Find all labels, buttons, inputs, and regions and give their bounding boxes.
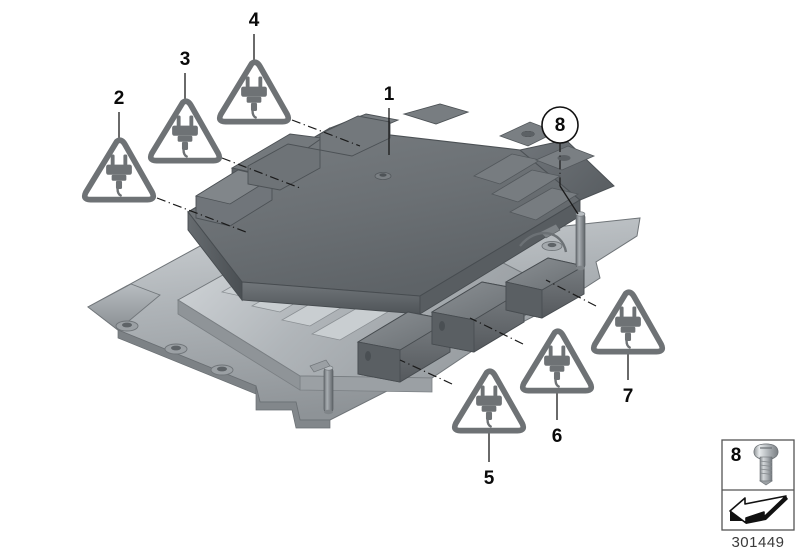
connector-icon-4	[216, 59, 292, 125]
connector-socket-7	[504, 257, 586, 319]
connector-socket-3	[247, 143, 321, 191]
connector-icon-2	[81, 137, 157, 203]
connector-socket-5	[356, 311, 452, 383]
leader-line-3	[221, 157, 301, 189]
callout-8-circle	[541, 106, 579, 144]
callout-3[interactable]: 3	[147, 49, 223, 164]
arrow-icon	[729, 495, 788, 524]
callout-7-label: 7	[623, 386, 634, 407]
callout-4[interactable]: 4	[216, 10, 292, 125]
cover-ribs	[473, 153, 580, 221]
leader-line-2	[156, 197, 247, 233]
leader-lines	[118, 34, 629, 462]
connector-icon-3	[147, 98, 223, 164]
callout-2[interactable]: 2	[81, 88, 157, 203]
screw-right	[575, 211, 586, 271]
leader-line-4	[291, 119, 361, 147]
bracket-mounting-holes	[115, 240, 563, 376]
legend-item-number: 8	[731, 445, 742, 466]
legend-box: 8 301449	[721, 439, 795, 551]
assembly-screws	[309, 211, 586, 415]
connector-icon-6	[519, 328, 595, 394]
callout-4-label: 4	[249, 10, 260, 31]
callout-1-label: 1	[384, 84, 395, 105]
callout-6[interactable]: 6	[519, 328, 595, 447]
connector-icon-7	[590, 289, 666, 355]
connector-sockets	[194, 115, 586, 383]
callout-2-label: 2	[114, 88, 125, 109]
leader-line-8-tip	[559, 185, 579, 215]
diagram-id: 301449	[731, 534, 784, 551]
callout-5-label: 5	[484, 468, 495, 489]
callout-7[interactable]: 7	[590, 289, 666, 407]
leader-line-5	[399, 359, 453, 385]
connector-socket-6	[430, 281, 526, 353]
callout-6-label: 6	[552, 426, 563, 447]
screw-icon	[753, 443, 779, 486]
leader-line-7	[545, 279, 597, 307]
connector-socket-4	[319, 115, 391, 157]
callout-8-label: 8	[555, 115, 566, 136]
connector-icon-5	[451, 368, 527, 434]
screw-left-bottom	[309, 359, 334, 415]
callout-8[interactable]: 8	[541, 106, 579, 144]
callout-3-label: 3	[180, 49, 191, 70]
callout-1[interactable]: 1	[384, 84, 395, 105]
ecu-assembly	[87, 103, 641, 429]
callout-5[interactable]: 5	[451, 368, 527, 489]
